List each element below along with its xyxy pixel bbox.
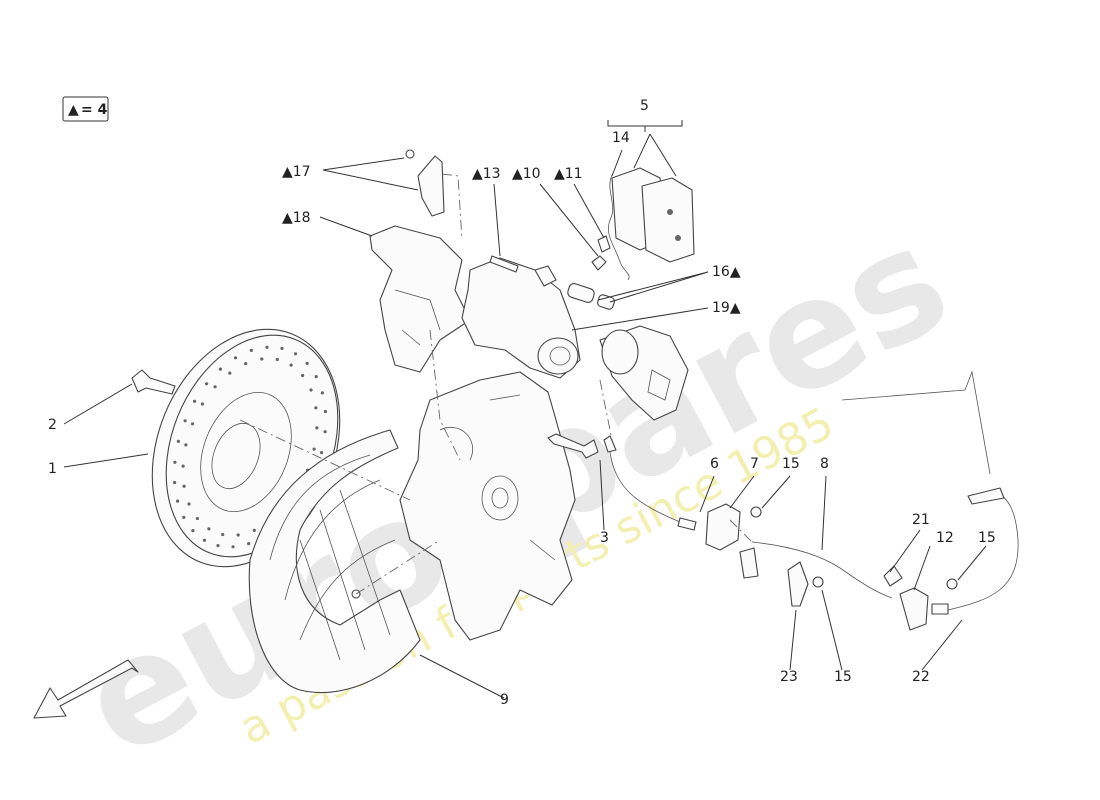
disc-hole bbox=[221, 532, 225, 537]
disc-hole bbox=[190, 422, 195, 426]
disc-hole bbox=[191, 529, 195, 533]
disc-hole bbox=[249, 348, 253, 352]
disc-hole bbox=[301, 373, 305, 378]
brake-hose bbox=[603, 435, 697, 531]
disc-hole bbox=[275, 357, 279, 362]
callout-6: 6 bbox=[710, 456, 719, 472]
callout-14: 14 bbox=[612, 130, 630, 146]
callout-16: 16▲ bbox=[712, 264, 741, 280]
callout-2: 2 bbox=[48, 417, 57, 433]
brake-pads bbox=[611, 167, 695, 263]
callout-19: 19▲ bbox=[712, 300, 741, 316]
brake-pipe bbox=[751, 370, 991, 599]
guide-bushings bbox=[567, 283, 615, 310]
spring-clip bbox=[417, 155, 445, 217]
legend-text: = 4 bbox=[81, 102, 108, 118]
disc-hole bbox=[195, 516, 199, 521]
callout-9: 9 bbox=[500, 692, 509, 708]
disc-hole bbox=[244, 362, 248, 366]
retaining-clip bbox=[883, 565, 903, 587]
assembly-lines bbox=[239, 173, 753, 595]
disc-hole bbox=[280, 346, 284, 350]
disc-hole bbox=[312, 447, 316, 451]
disc-hole bbox=[184, 443, 188, 447]
disc-hole bbox=[202, 538, 207, 542]
legend-symbol: ▲ bbox=[68, 102, 79, 118]
disc-hole bbox=[305, 361, 309, 365]
hose-bracket-rear bbox=[899, 587, 929, 631]
callout-22: 22 bbox=[912, 669, 930, 685]
leader-lines bbox=[63, 120, 987, 699]
disc-hole bbox=[182, 484, 186, 488]
disc-hole bbox=[233, 356, 238, 360]
callout-11: ▲11 bbox=[554, 166, 583, 182]
disc-hole bbox=[173, 460, 177, 464]
callout-8: 8 bbox=[820, 456, 829, 472]
hose-bracket bbox=[705, 503, 759, 579]
callout-23: 23 bbox=[780, 669, 798, 685]
disc-bolt bbox=[131, 369, 176, 395]
callout-15-a: 15 bbox=[782, 456, 800, 472]
disc-hole bbox=[228, 371, 232, 375]
pad-wear-sensor bbox=[608, 174, 630, 281]
disc-hole bbox=[323, 409, 327, 414]
callout-3: 3 bbox=[600, 530, 609, 546]
disc-hole bbox=[314, 406, 318, 410]
callout-10: ▲10 bbox=[512, 166, 541, 182]
callout-13: ▲13 bbox=[472, 166, 501, 182]
flexible-hose bbox=[931, 487, 1019, 615]
callout-17: ▲17 bbox=[282, 164, 311, 180]
disc-hole bbox=[320, 391, 324, 395]
callout-15-c: 15 bbox=[978, 530, 996, 546]
legend-box: ▲ = 4 bbox=[62, 96, 109, 122]
disc-hole bbox=[207, 527, 211, 531]
disc-hole bbox=[205, 382, 209, 386]
disc-hole bbox=[247, 542, 251, 546]
disc-hole bbox=[173, 480, 177, 485]
disc-hole bbox=[183, 419, 187, 423]
caliper-body bbox=[461, 257, 581, 379]
disc-hole bbox=[314, 375, 318, 379]
disc-hole bbox=[260, 357, 264, 361]
disc-hole bbox=[213, 385, 217, 389]
hub-carrier bbox=[399, 371, 576, 641]
bleed-screw bbox=[591, 235, 611, 271]
disc-hole bbox=[231, 545, 235, 549]
disc-hole bbox=[181, 464, 185, 468]
disc-hole bbox=[320, 451, 324, 455]
caliper-bracket bbox=[369, 225, 471, 373]
parking-brake-actuator bbox=[599, 325, 689, 421]
disc-hole bbox=[252, 528, 256, 533]
disc-hole bbox=[193, 399, 197, 403]
disc-hole bbox=[309, 388, 313, 392]
dust-shield bbox=[248, 429, 421, 694]
callout-18: ▲18 bbox=[282, 210, 311, 226]
callout-15-b: 15 bbox=[834, 669, 852, 685]
guide-pin bbox=[489, 255, 519, 273]
disc-hole bbox=[293, 352, 298, 356]
disc-hole bbox=[187, 502, 191, 506]
disc-hole bbox=[182, 515, 186, 520]
direction-arrow-icon bbox=[33, 659, 139, 719]
disc-hole bbox=[216, 544, 220, 548]
callout-5: 5 bbox=[640, 98, 649, 114]
disc-hole bbox=[265, 345, 269, 349]
callout-labels: 1 2 3 5 6 7 8 9 ▲10 ▲11 12 ▲13 14 15 15 … bbox=[48, 98, 996, 708]
disc-hole bbox=[323, 430, 327, 434]
caliper-bolt bbox=[547, 433, 599, 459]
callout-12: 12 bbox=[936, 530, 954, 546]
disc-hole bbox=[176, 439, 180, 443]
disc-hole bbox=[289, 363, 293, 367]
washers bbox=[351, 149, 958, 599]
disc-hole bbox=[218, 367, 222, 371]
callout-1: 1 bbox=[48, 461, 57, 477]
callout-7: 7 bbox=[750, 456, 759, 472]
callout-21: 21 bbox=[912, 512, 930, 528]
disc-hole bbox=[200, 402, 204, 406]
pipe-clip bbox=[787, 561, 809, 607]
disc-hole bbox=[315, 426, 319, 430]
disc-hole bbox=[176, 499, 180, 503]
disc-hole bbox=[236, 533, 240, 537]
